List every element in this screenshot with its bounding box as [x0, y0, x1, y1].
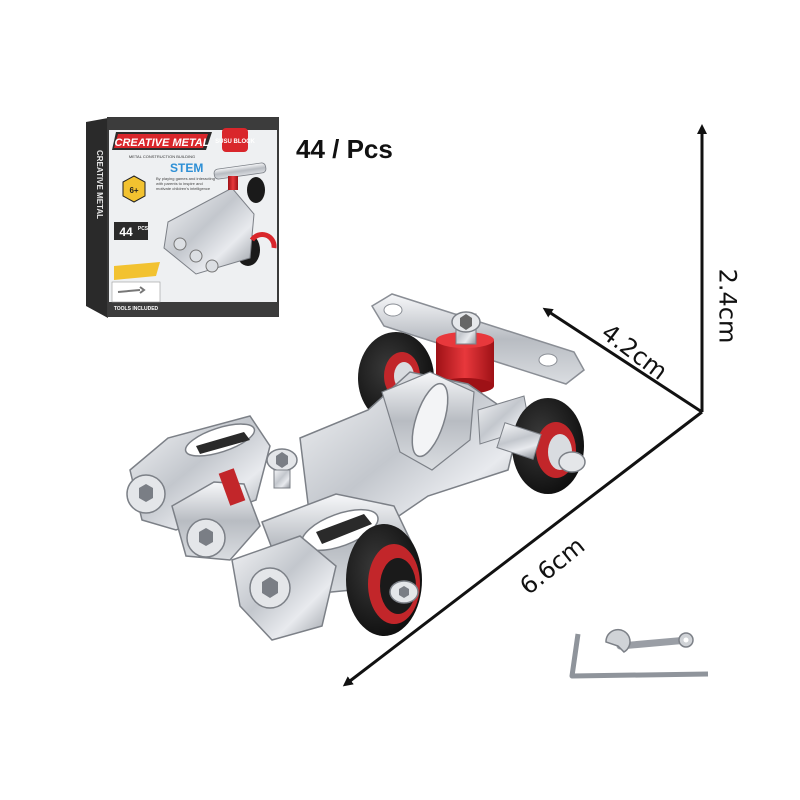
hex-bolts	[126, 448, 298, 609]
box-age-badge: 6+	[122, 175, 146, 203]
front-wheel	[346, 524, 422, 636]
depth-arrow	[542, 307, 703, 414]
box-brand-title: CREATIVE METAL	[115, 137, 210, 149]
wrench-icon	[605, 628, 694, 653]
width-arrow	[342, 410, 703, 687]
box-subtitle: METAL CONSTRUCTION BUILDING	[129, 154, 195, 159]
car-model	[126, 293, 586, 641]
piece-count-label: 44 / Pcs	[296, 134, 393, 164]
box-stem-label: STEM	[170, 161, 203, 175]
hex-key-icon	[569, 633, 709, 679]
box-logo-text: SUSU BLOCK	[215, 139, 255, 145]
box-car-illustration	[163, 162, 277, 275]
dimension-arrows	[342, 124, 707, 687]
svg-text:44: 44	[119, 225, 133, 239]
box-pcs-badge: 44 PCS	[114, 222, 149, 240]
box-side-text: CREATIVE METAL	[95, 150, 104, 219]
dimension-height-label: 2.4cm	[713, 268, 742, 344]
box-logo: SUSU BLOCK	[215, 128, 255, 152]
svg-text:6+: 6+	[129, 186, 138, 195]
box-tools-label: TOOLS INCLUDED	[114, 306, 159, 312]
box-stem-text: By playing games and interacting with pa…	[156, 176, 215, 191]
svg-text:PCS: PCS	[138, 226, 149, 232]
rear-right-wheel	[496, 398, 586, 494]
product-box: CREATIVE METAL METAL CONSTRUCTION BUILDI…	[86, 117, 279, 318]
